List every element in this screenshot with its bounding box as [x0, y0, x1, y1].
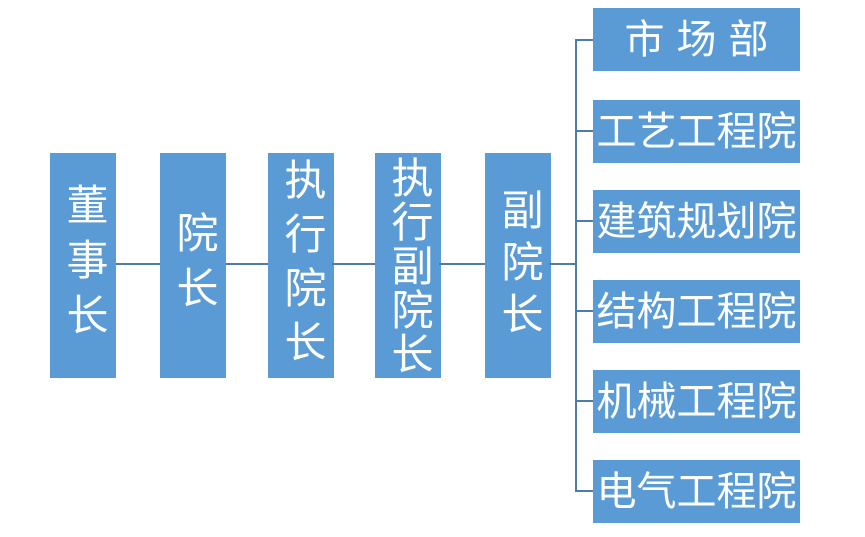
- connector-trunk: [575, 40, 577, 492]
- org-node-executive-president: 执行院长: [268, 153, 334, 378]
- org-node-label: 院长: [170, 210, 216, 321]
- connector-line: [549, 263, 577, 265]
- org-node-structural-engineering-institute: 结构工程院: [593, 280, 800, 343]
- org-node-label: 执行副院长: [385, 155, 431, 376]
- org-node-architecture-planning-institute: 建筑规划院: [593, 190, 800, 253]
- org-node-process-engineering-institute: 工艺工程院: [593, 100, 800, 163]
- connector-branch: [575, 39, 594, 41]
- org-node-mechanical-engineering-institute: 机械工程院: [593, 370, 800, 433]
- connector-branch: [575, 490, 594, 492]
- connector-line: [332, 263, 375, 265]
- org-node-marketing-dept: 市场部: [593, 8, 800, 71]
- org-node-president: 院长: [160, 153, 226, 378]
- org-node-executive-vice-president: 执行副院长: [375, 153, 441, 378]
- org-node-label: 执行院长: [278, 157, 324, 374]
- connector-branch: [575, 400, 594, 402]
- org-node-chairman: 董事长: [50, 153, 116, 378]
- org-node-electrical-engineering-institute: 电气工程院: [593, 460, 800, 523]
- connector-branch: [575, 220, 594, 222]
- connector-line: [226, 263, 268, 265]
- org-node-label: 董事长: [60, 183, 106, 348]
- connector-line: [439, 263, 485, 265]
- org-node-label: 副院长: [495, 187, 541, 344]
- connector-branch: [575, 310, 594, 312]
- connector-line: [116, 263, 160, 265]
- connector-branch: [575, 130, 594, 132]
- org-node-vice-president: 副院长: [485, 153, 551, 378]
